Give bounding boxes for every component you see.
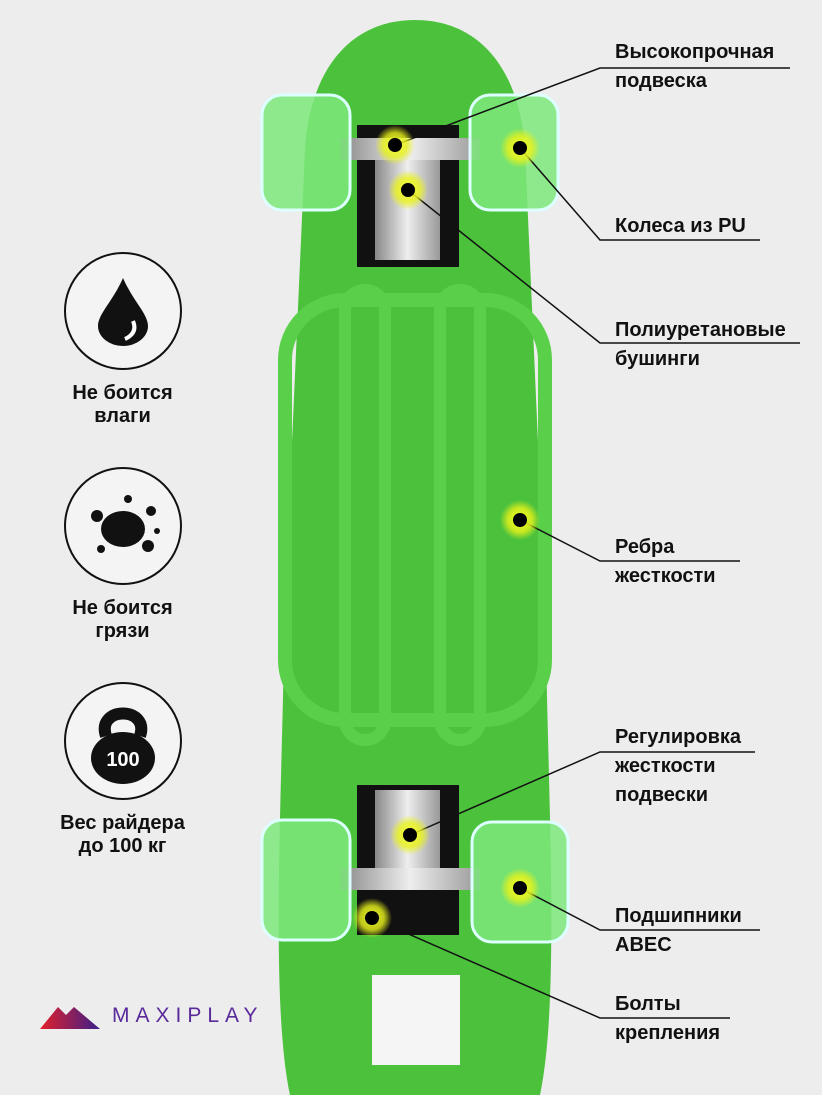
callout-dot bbox=[513, 881, 527, 895]
callout-dot bbox=[401, 183, 415, 197]
callout-dot bbox=[365, 911, 379, 925]
callout-dot bbox=[513, 141, 527, 155]
callout-leader-line bbox=[519, 887, 760, 931]
callout-leader-line bbox=[394, 67, 790, 146]
callout-leader-line bbox=[409, 751, 755, 836]
deck-rib-outer bbox=[278, 293, 552, 727]
callout-dot bbox=[403, 828, 417, 842]
mountain-logo-icon bbox=[40, 1007, 100, 1029]
callout-leader-line bbox=[519, 519, 740, 562]
callout-leader-line bbox=[407, 189, 800, 344]
brand-logo: MAXIPLAY bbox=[40, 1003, 263, 1029]
callout-leader-line bbox=[519, 147, 760, 241]
svg-text:100: 100 bbox=[106, 749, 139, 771]
deck-rib-right bbox=[434, 284, 486, 746]
callout-dot bbox=[388, 138, 402, 152]
callout-pu-wheels: Колеса из PU bbox=[615, 215, 746, 237]
dirt-splash-icon bbox=[90, 495, 160, 553]
kettlebell-icon: 100 bbox=[90, 707, 155, 784]
product-label-sticker bbox=[372, 975, 460, 1065]
callout-dot bbox=[513, 513, 527, 527]
deck-rib-left bbox=[339, 284, 391, 746]
water-drop-icon bbox=[97, 278, 148, 346]
callout-leader-line bbox=[371, 917, 730, 1019]
